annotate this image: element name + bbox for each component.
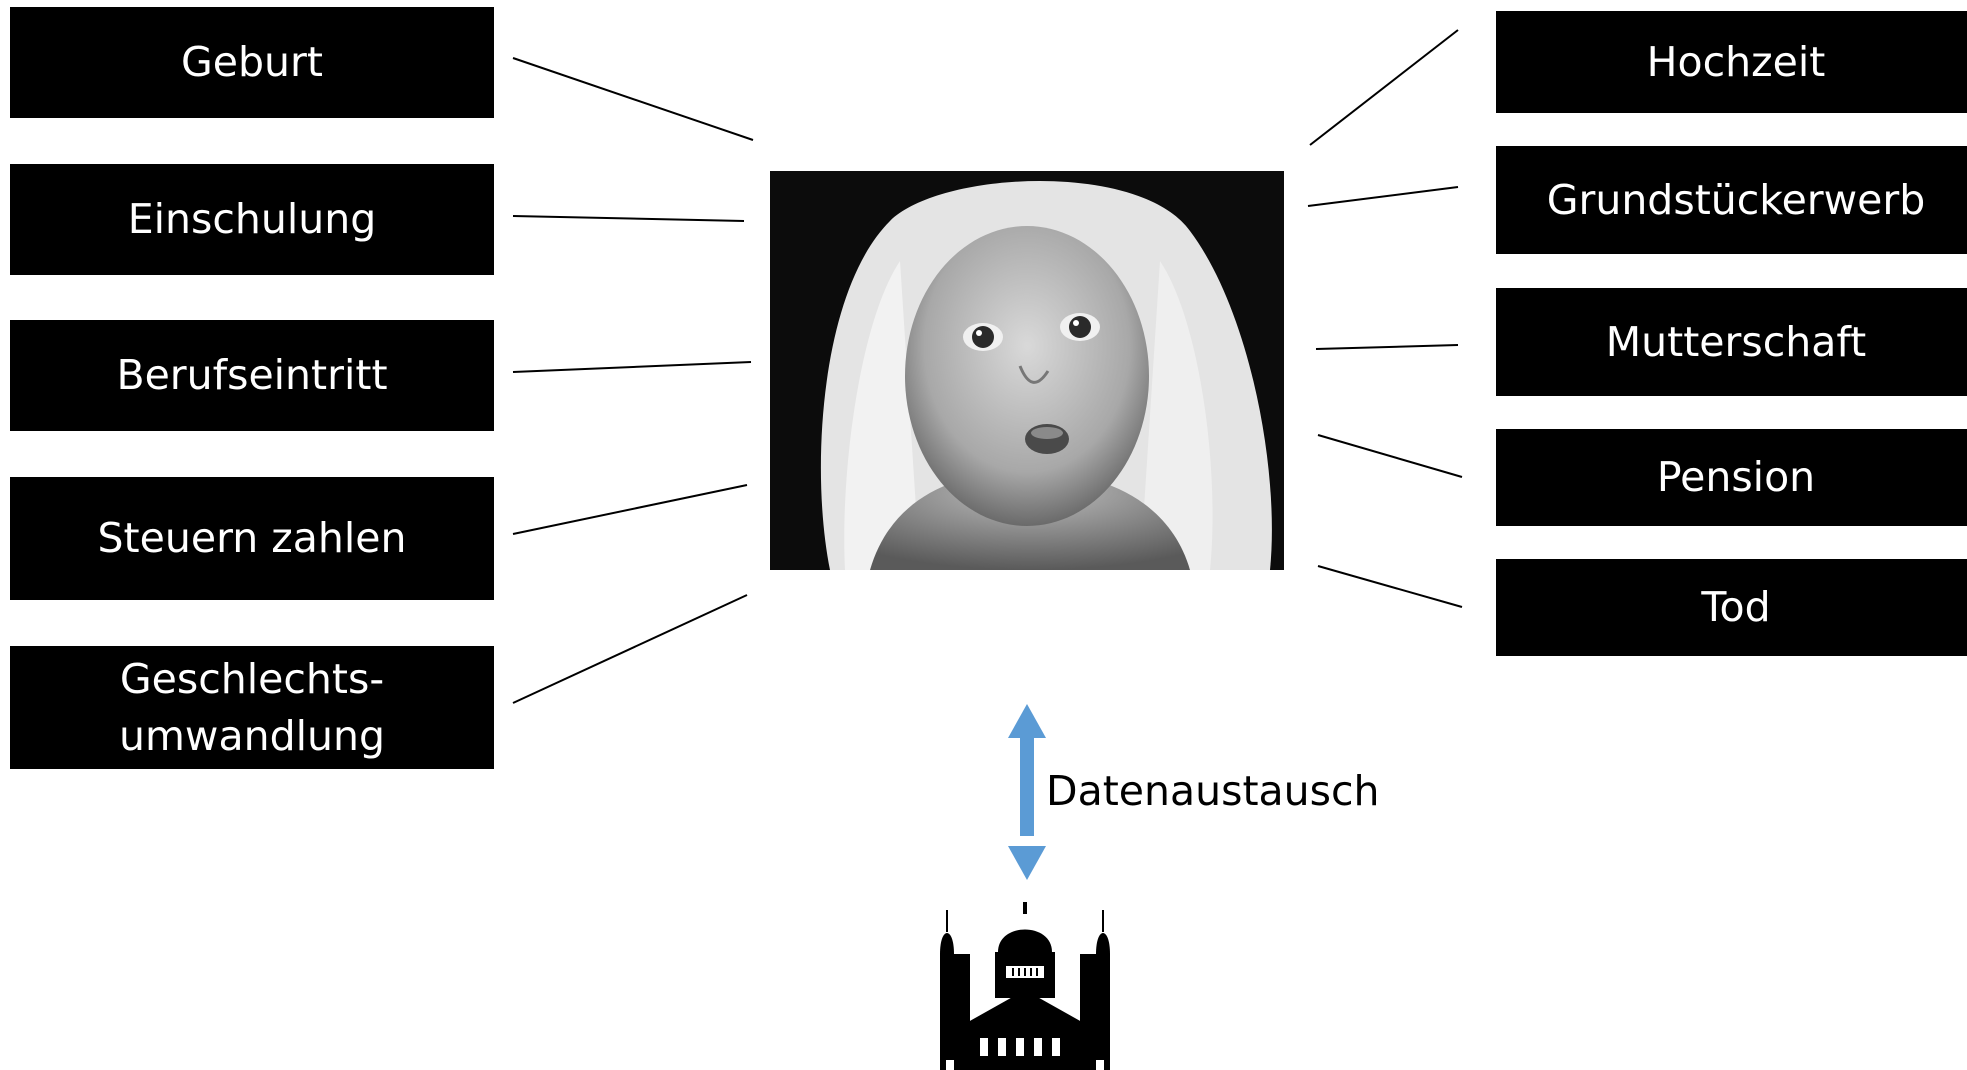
event-label: Steuern zahlen	[97, 514, 407, 562]
event-box-hochzeit: Hochzeit	[1496, 11, 1967, 113]
event-label: Tod	[1701, 583, 1771, 631]
event-label: Mutterschaft	[1605, 317, 1867, 366]
event-box-pension: Pension	[1496, 429, 1967, 526]
event-label: Berufseintritt	[116, 351, 388, 399]
event-label: Pension	[1656, 453, 1816, 501]
connector-hochzeit	[1309, 29, 1459, 146]
event-box-steuern-zahlen: Steuern zahlen	[10, 477, 494, 600]
event-label: Geburt	[181, 38, 323, 86]
connector-mutterschaft	[1315, 344, 1459, 350]
event-box-grundstueckerwerb: Grundstückerwerb	[1496, 146, 1967, 254]
event-label: Geschlechts- umwandlung	[119, 654, 385, 760]
event-box-geschlechtsumwandlung: Geschlechts- umwandlung	[10, 646, 494, 769]
event-box-berufseintritt: Berufseintritt	[10, 320, 494, 431]
connector-pension	[1317, 434, 1463, 478]
event-label: Grundstückerwerb	[1546, 175, 1926, 224]
connector-einschulung	[512, 215, 745, 222]
connector-geschlecht	[512, 594, 748, 704]
parliament-building-icon	[940, 902, 1110, 1070]
connector-steuern	[512, 484, 748, 535]
event-box-tod: Tod	[1496, 559, 1967, 656]
event-box-geburt: Geburt	[10, 7, 494, 118]
event-box-einschulung: Einschulung	[10, 164, 494, 275]
connector-grundstueck	[1307, 186, 1459, 207]
connector-tod	[1317, 565, 1463, 608]
data-exchange-label: Datenaustausch	[1046, 767, 1380, 815]
event-box-mutterschaft: Mutterschaft	[1496, 288, 1967, 396]
event-label: Einschulung	[127, 195, 377, 243]
event-label: Hochzeit	[1646, 37, 1826, 86]
connector-berufseintritt	[512, 361, 752, 373]
double-arrow-icon	[1008, 704, 1046, 880]
baby-photo	[770, 171, 1284, 570]
connector-geburt	[512, 57, 754, 141]
